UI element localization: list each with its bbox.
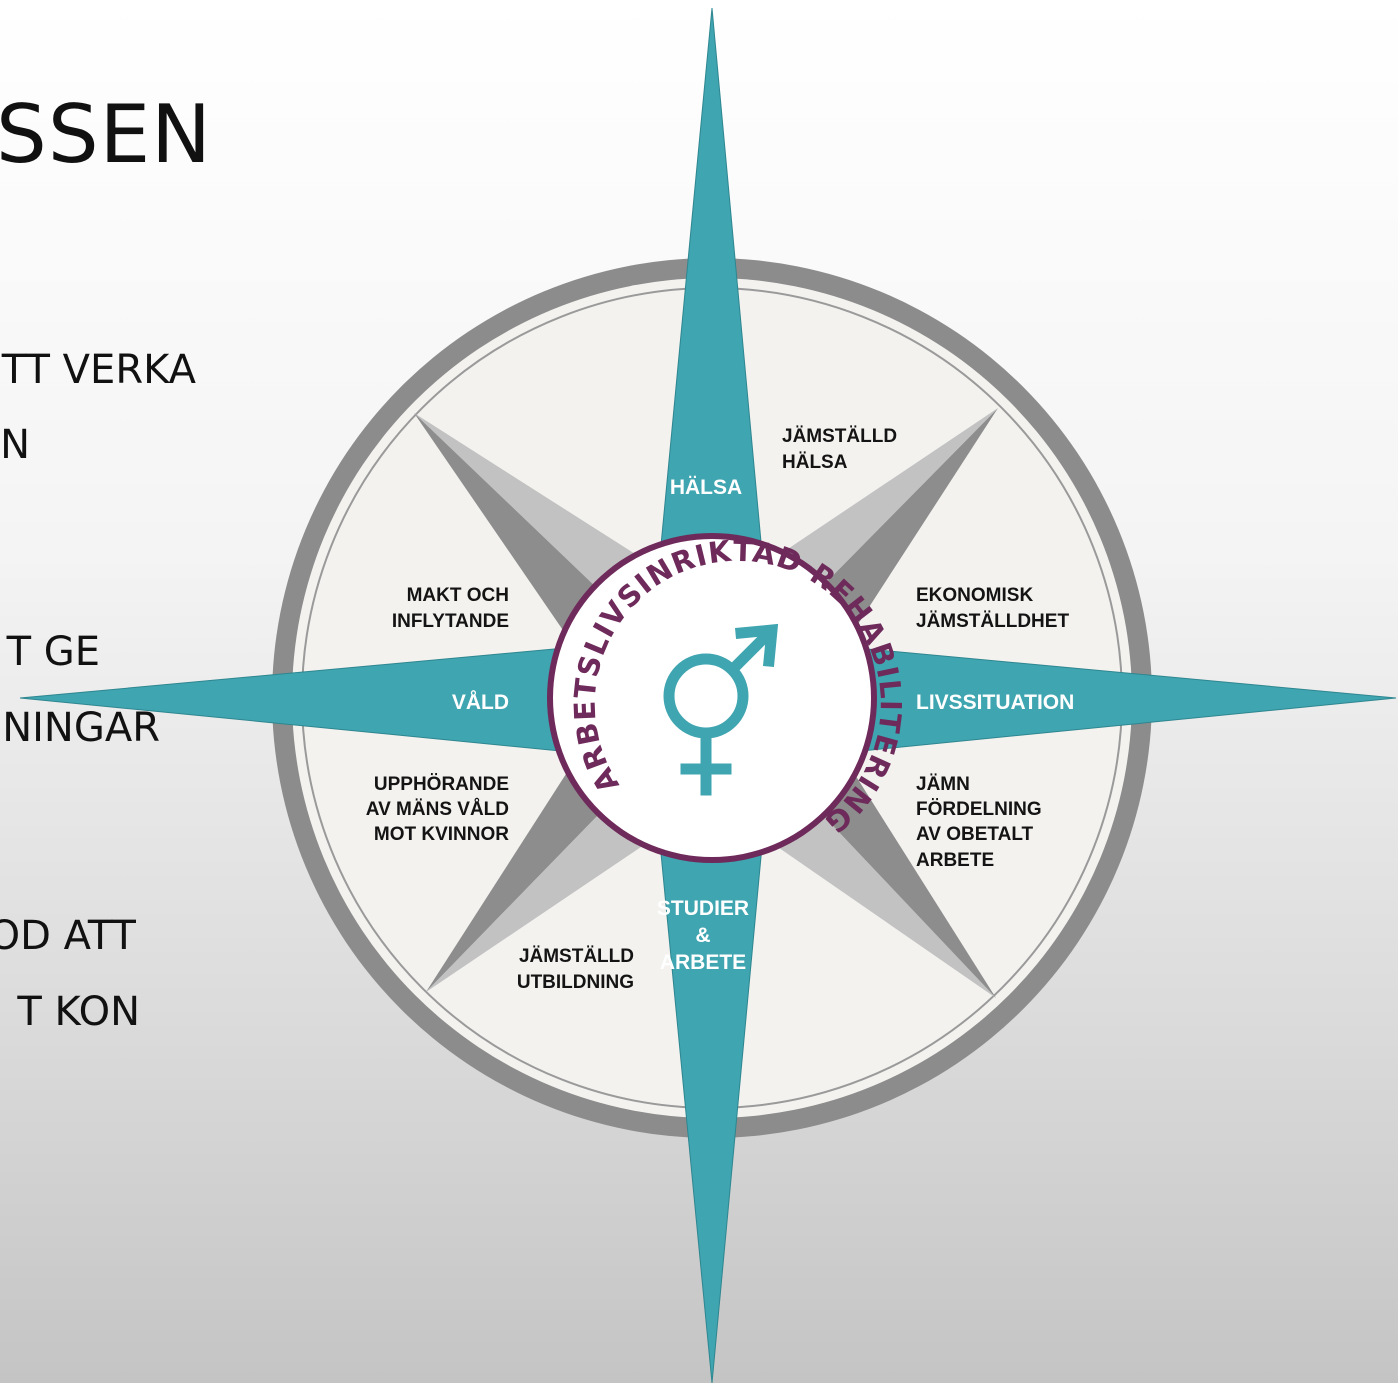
body-line: N: [0, 425, 30, 465]
label-sw-3: MOT KVINNOR: [374, 824, 509, 845]
body-line: TT VERKA: [1, 350, 196, 390]
medallion-fill: [553, 539, 871, 857]
label-sw-1: UPPHÖRANDE: [374, 774, 509, 795]
label-se-2: FÖRDELNING: [916, 799, 1042, 820]
label-s-left-2: UTBILDNING: [517, 972, 634, 993]
body-line: NINGAR: [2, 708, 160, 748]
label-se-4: ARBETE: [916, 850, 994, 871]
label-sw-2: AV MÄNS VÅLD: [366, 799, 509, 820]
label-nw-1: MAKT OCH: [407, 585, 509, 606]
slide-title: ASSEN: [0, 95, 212, 175]
label-ne-bottom-2: JÄMSTÄLLDHET: [916, 611, 1069, 632]
label-north: HÄLSA: [670, 476, 742, 499]
body-line: ÖD ATT: [0, 916, 136, 956]
label-se-1: JÄMN: [916, 774, 970, 795]
body-line: T KÖN: [17, 992, 140, 1032]
main-point-labels: HÄLSA LIVSSITUATION VÅLD STUDIER & ARBET…: [452, 476, 1074, 974]
slide-text-panel: ASSEN TT VERKA N T GE NINGAR ÖD ATT T KÖ…: [0, 0, 260, 1383]
label-se-3: AV OBETALT: [916, 824, 1034, 845]
label-ne-top-1: JÄMSTÄLLD: [782, 426, 897, 447]
label-ne-bottom-1: EKONOMISK: [916, 585, 1033, 606]
body-line: T GE: [6, 632, 100, 672]
label-south-line3: ARBETE: [660, 951, 746, 974]
label-east: LIVSSITUATION: [916, 691, 1074, 714]
label-west: VÅLD: [452, 690, 509, 714]
label-nw-2: INFLYTANDE: [392, 611, 509, 632]
label-ne-top-2: HÄLSA: [782, 452, 848, 473]
center-medallion: ARBETSLIVSINRIKTAD REHABILITERING: [547, 533, 907, 863]
label-south-line1: STUDIER: [657, 897, 749, 920]
label-south-line2: &: [695, 924, 710, 947]
segment-labels: JÄMSTÄLLD HÄLSA EKONOMISK JÄMSTÄLLDHET M…: [366, 426, 1070, 993]
gender-symbol-icon: [663, 623, 779, 796]
label-s-left-1: JÄMSTÄLLD: [519, 946, 634, 967]
